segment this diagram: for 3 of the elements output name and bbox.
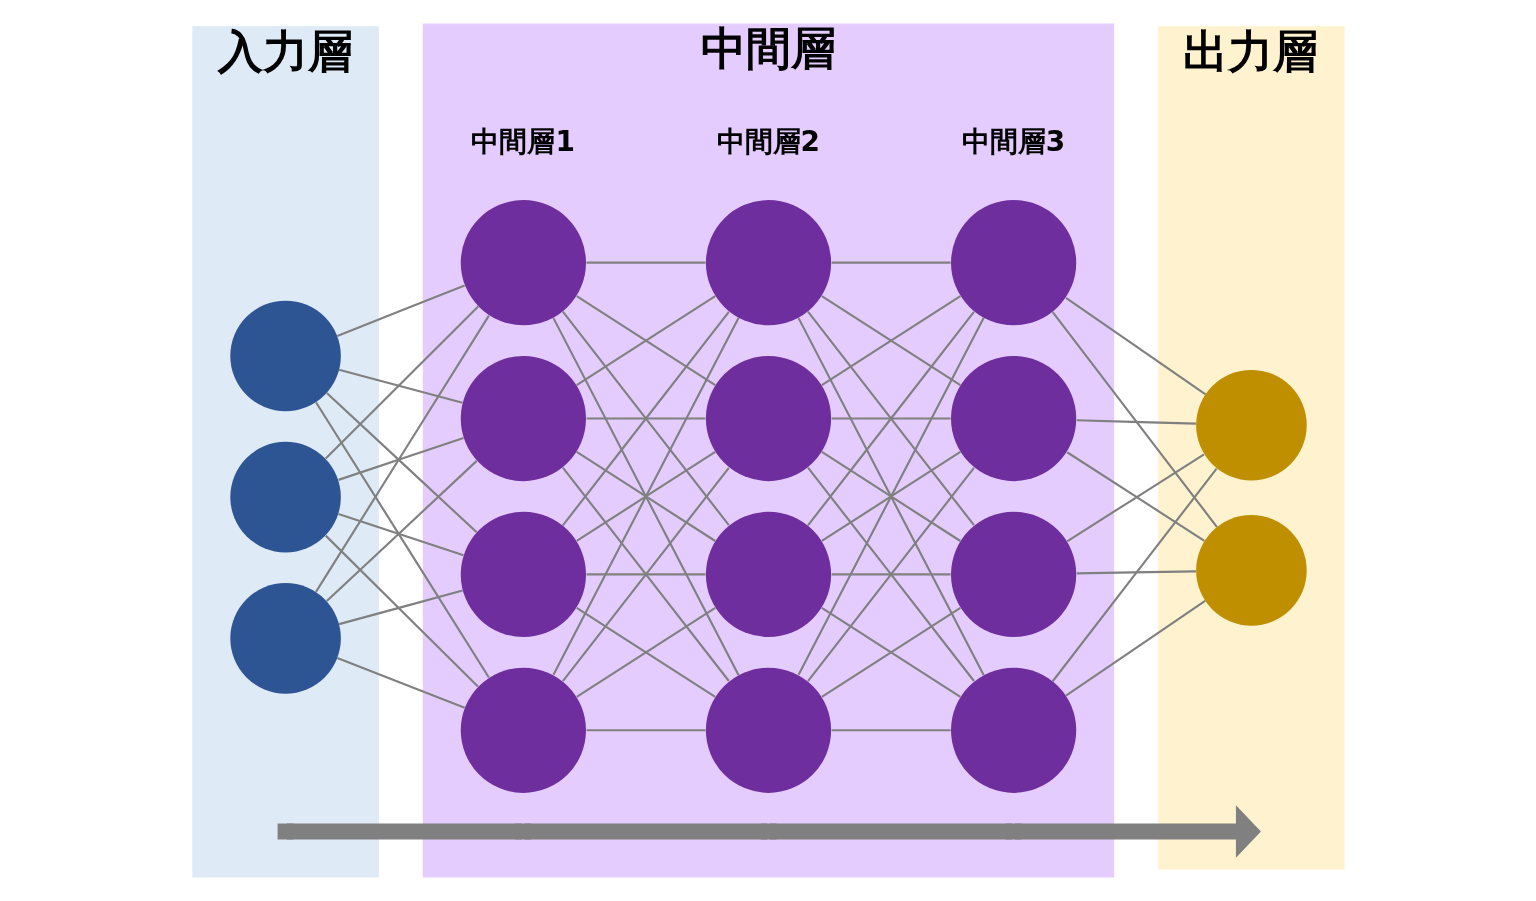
label: 中間層1 [470, 125, 575, 159]
label: 中間層2 [716, 125, 820, 159]
label: 中間層3 [961, 125, 1065, 159]
